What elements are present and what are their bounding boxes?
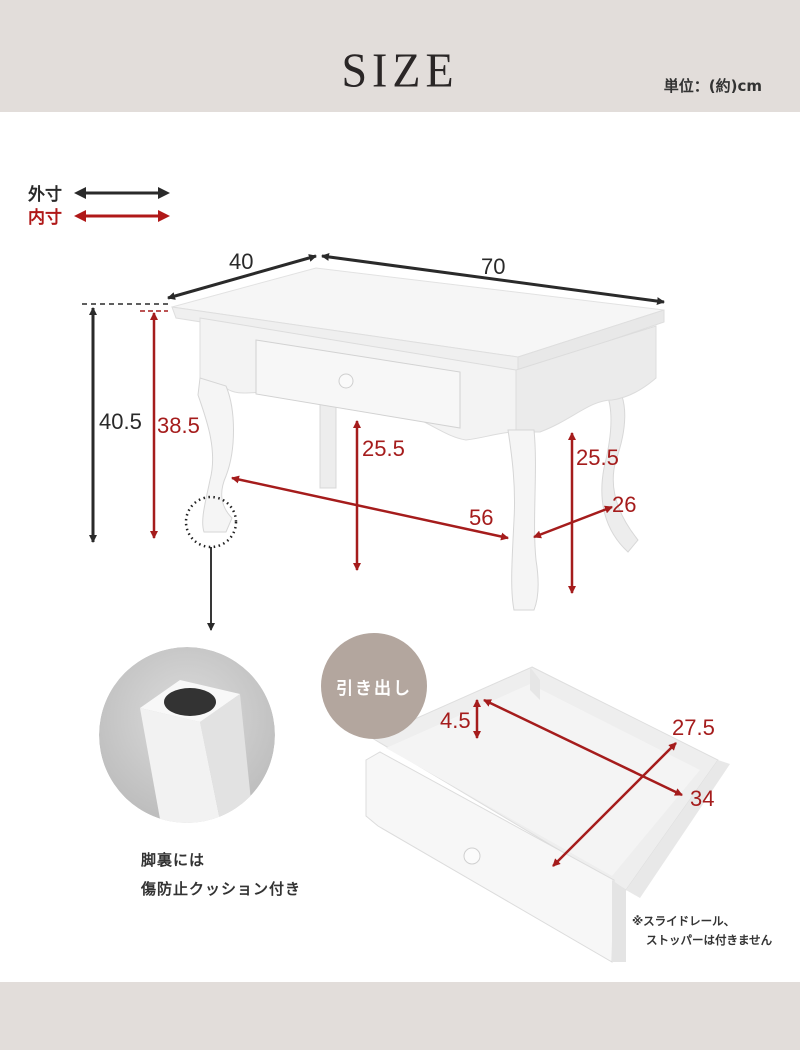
legend-outer: 外寸 xyxy=(28,180,170,205)
caption-line-2: 傷防止クッション付き xyxy=(141,880,302,898)
legend-inner-label: 内寸 xyxy=(28,208,62,228)
dim-clearance-side-label: 25.5 xyxy=(576,445,619,470)
dim-between-legs-depth-label: 26 xyxy=(612,492,637,517)
page-title: SIZE xyxy=(341,43,459,98)
inner-dimension-arrows xyxy=(140,310,613,594)
drawer-depth-label: 27.5 xyxy=(672,715,715,740)
leg-cushion-caption: 脚裏には 傷防止クッション付き xyxy=(141,846,301,904)
dim-width-label: 70 xyxy=(481,254,506,279)
note-line-1: ※スライドレール、 xyxy=(632,914,736,928)
note-line-2: ストッパーは付きません xyxy=(646,933,773,947)
outer-dimension-arrows xyxy=(82,252,665,543)
table-apron xyxy=(199,317,657,441)
dim-total-height-label: 40.5 xyxy=(99,409,142,434)
drawer-dimension-arrows xyxy=(473,698,683,867)
drawer-width-label: 34 xyxy=(690,786,715,811)
double-arrow-red-icon xyxy=(74,209,170,222)
leg-bottom-photo xyxy=(99,647,275,823)
dim-clearance-front-label: 25.5 xyxy=(362,436,405,461)
dim-depth-label: 40 xyxy=(229,249,254,274)
caption-line-1: 脚裏には xyxy=(141,851,206,869)
header-band xyxy=(0,0,800,112)
legend-inner: 内寸 xyxy=(28,203,170,228)
leg-detail-callout xyxy=(184,495,238,631)
footer-band xyxy=(0,982,800,1050)
drawer-note: ※スライドレール、 ストッパーは付きません xyxy=(632,912,772,950)
drawer-height-label: 4.5 xyxy=(440,708,471,733)
legend-outer-label: 外寸 xyxy=(28,185,62,205)
drawer-badge: 引き出し xyxy=(321,633,427,739)
table-front-legs xyxy=(197,377,539,611)
double-arrow-black-icon xyxy=(74,186,170,199)
unit-label: 単位：(約)cm xyxy=(663,77,762,95)
dim-between-legs-width-label: 56 xyxy=(469,505,494,530)
dim-inner-height-label: 38.5 xyxy=(157,413,200,438)
